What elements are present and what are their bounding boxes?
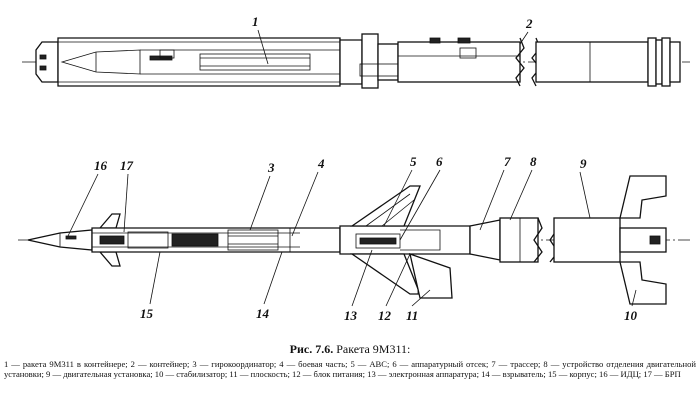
- callout-13: 13: [344, 308, 358, 323]
- callout-14: 14: [256, 306, 270, 321]
- callout-9: 9: [580, 156, 587, 171]
- caption-title: Рис. 7.6. Ракета 9М311:: [0, 342, 700, 357]
- callout-labels: 1 2 3 4 5 6 7 8 9 10 11 12 13 14 15 16 1…: [94, 14, 638, 323]
- callout-16: 16: [94, 158, 108, 173]
- callout-1: 1: [252, 14, 259, 29]
- leader-lines: [67, 29, 637, 307]
- callout-7: 7: [504, 154, 511, 169]
- callout-5: 5: [410, 154, 417, 169]
- callout-4: 4: [317, 156, 325, 171]
- callout-8: 8: [530, 154, 537, 169]
- callout-2: 2: [525, 16, 533, 31]
- callout-6: 6: [436, 154, 443, 169]
- missile-diagram: 1 2 3 4 5 6 7 8 9 10 11 12 13 14 15 16 1…: [18, 14, 690, 323]
- container-view: [22, 33, 690, 89]
- figure-caption: Рис. 7.6. Ракета 9М311: 1 — ракета 9М311…: [0, 342, 700, 406]
- figure-title: Ракета 9М311:: [336, 342, 411, 356]
- figure-label: Рис. 7.6.: [289, 342, 334, 356]
- callout-17: 17: [120, 158, 134, 173]
- missile-view: [18, 175, 690, 305]
- caption-legend: 1 — ракета 9М311 в контейнере; 2 — конте…: [4, 359, 696, 380]
- callout-10: 10: [624, 308, 638, 323]
- callout-3: 3: [267, 160, 275, 175]
- callout-11: 11: [406, 308, 418, 323]
- callout-15: 15: [140, 306, 154, 321]
- callout-12: 12: [378, 308, 392, 323]
